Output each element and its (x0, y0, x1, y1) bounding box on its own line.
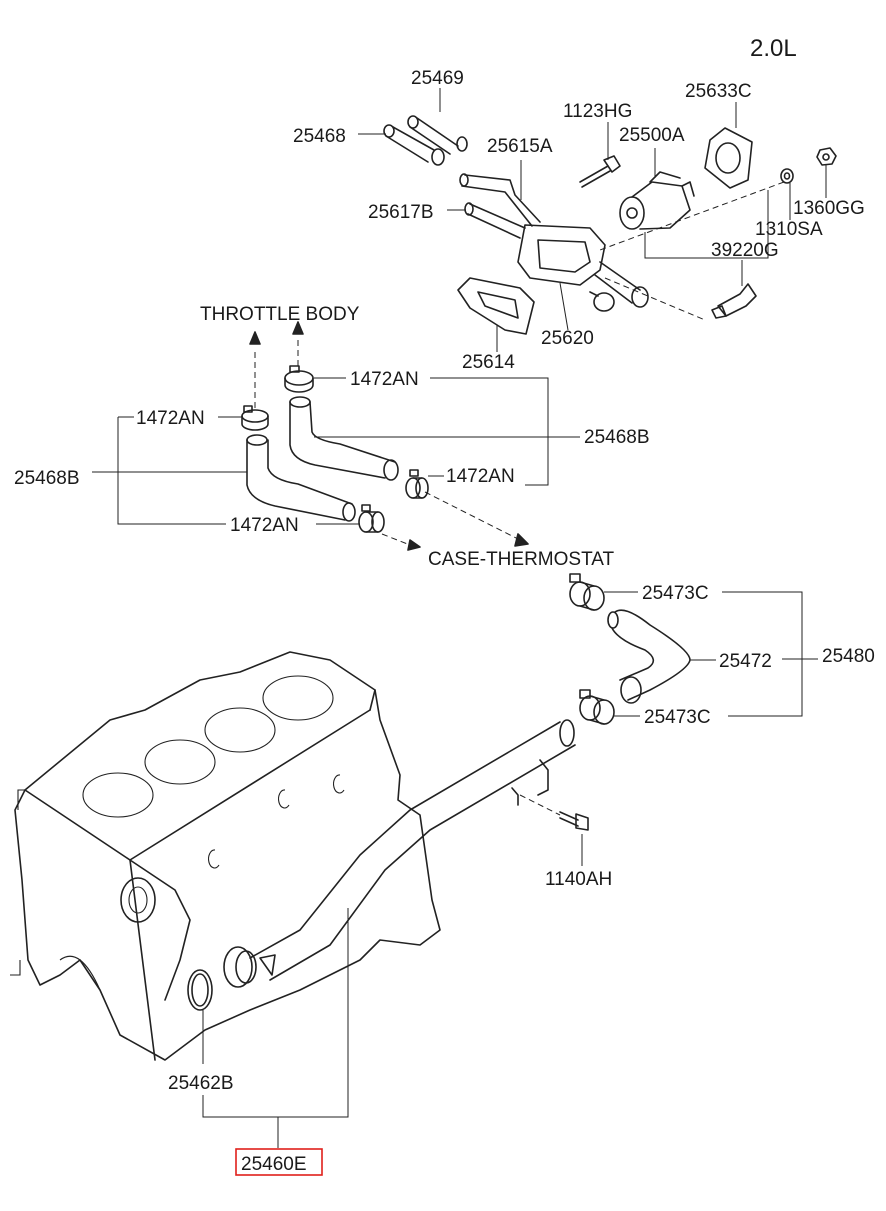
case-thermostat-label: CASE-THERMOSTAT (428, 549, 615, 570)
label-1472AN-left: 1472AN (136, 408, 205, 429)
label-1472AN-mid: 1472AN (446, 466, 515, 487)
label-1472AN-top: 1472AN (350, 369, 419, 390)
label-1472AN-bottom: 1472AN (230, 515, 299, 536)
hose-25472-drawing[interactable] (607, 609, 691, 704)
clamp-1472AN-bottom-drawing[interactable] (358, 504, 385, 533)
gasket-25633C-drawing[interactable] (704, 127, 753, 189)
washer-1310SA-drawing[interactable] (780, 168, 794, 184)
label-25617B: 25617B (368, 202, 434, 223)
gasket-25614-drawing[interactable] (457, 277, 535, 335)
nut-1360GG-drawing[interactable] (816, 147, 837, 166)
label-25468B-left: 25468B (14, 468, 80, 489)
highlight-box-25460E (235, 1148, 323, 1176)
label-25473C-top: 25473C (642, 583, 709, 604)
label-1360GG: 1360GG (793, 198, 865, 219)
clamp-25473C-bottom-drawing[interactable] (579, 689, 615, 725)
bolt-1140AH-drawing[interactable] (559, 811, 589, 831)
clamp-25473C-top-drawing[interactable] (569, 573, 605, 611)
thermostat-case-25620-drawing[interactable] (459, 173, 649, 312)
label-25480: 25480 (822, 646, 875, 667)
label-39220G: 39220G (711, 240, 779, 261)
hose-25468-drawing[interactable] (383, 124, 445, 166)
engine-block-drawing (10, 651, 441, 1061)
oring-25462B-drawing[interactable] (187, 969, 213, 1011)
clamp-1472AN-left-drawing[interactable] (241, 405, 269, 431)
hose-25468B-right-drawing[interactable] (289, 396, 399, 481)
label-25468B-right: 25468B (584, 427, 650, 448)
bolt-1123HG-drawing[interactable] (579, 155, 621, 188)
label-25469: 25469 (411, 68, 464, 89)
pipe-25460E-drawing[interactable] (223, 719, 576, 988)
label-25462B: 25462B (168, 1073, 234, 1094)
hose-25469-drawing[interactable] (407, 115, 468, 155)
label-1310SA: 1310SA (755, 219, 823, 240)
label-25614: 25614 (462, 352, 515, 373)
throttle-body-label: THROTTLE BODY (200, 304, 360, 325)
hose-25468B-left-drawing[interactable] (246, 434, 356, 522)
thermostat-25500A-drawing[interactable] (619, 171, 695, 230)
label-25500A: 25500A (619, 125, 685, 146)
clamp-1472AN-mid-drawing[interactable] (405, 469, 429, 499)
label-25472: 25472 (719, 651, 772, 672)
label-25633C: 25633C (685, 81, 752, 102)
label-25460E[interactable]: 25460E (241, 1154, 307, 1175)
sensor-39220G-drawing[interactable] (711, 283, 757, 319)
engine-label: 2.0L (750, 35, 797, 62)
label-1140AH: 1140AH (545, 869, 612, 890)
label-25473C-bottom: 25473C (644, 707, 711, 728)
label-25468: 25468 (293, 126, 346, 147)
label-25620: 25620 (541, 328, 594, 349)
label-25615A: 25615A (487, 136, 553, 157)
clamp-1472AN-top-drawing[interactable] (284, 365, 314, 393)
label-1123HG: 1123HG (563, 101, 632, 122)
